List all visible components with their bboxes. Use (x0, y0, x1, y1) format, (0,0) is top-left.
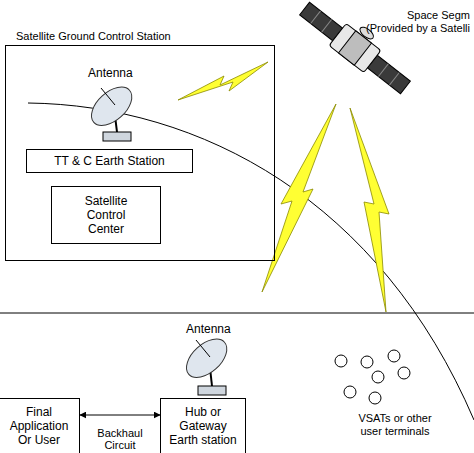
antenna-base (103, 132, 131, 141)
vsat-circle (398, 367, 410, 379)
antenna-base (198, 386, 226, 395)
process-box: TT & C Earth Station (26, 149, 193, 173)
process-box: Satellite Control Center (51, 186, 161, 244)
panel-grid (322, 20, 332, 33)
station-heading: Satellite Ground Control Station (16, 29, 171, 43)
backhaul-connector (80, 415, 160, 416)
vsat-circle (372, 371, 384, 383)
panel-grid (311, 11, 321, 24)
radio-link-bolt (262, 104, 336, 292)
dish-antenna (84, 80, 138, 141)
panel-grid (389, 72, 399, 85)
process-box: Final Application Or User (0, 398, 80, 453)
divider-line (0, 313, 474, 314)
box-text: TT & C Earth Station (54, 154, 165, 168)
solar-panel (367, 55, 410, 93)
process-box: Hub or Gateway Earth station (160, 398, 246, 453)
box-text: Final Application Or User (5, 405, 73, 447)
box-content: TT & C Earth Station (27, 150, 192, 172)
segment-label: (Provided by a Satelli (366, 22, 470, 35)
station-frame: Satellite Ground Control StationTT & C E… (5, 45, 275, 261)
vsat-circle (369, 392, 381, 404)
antenna-feed (101, 88, 115, 105)
antenna-feed (196, 340, 210, 357)
vsat-circle (388, 350, 400, 362)
antenna-dish (84, 80, 138, 133)
vsat-circle (335, 355, 347, 367)
solar-panel (300, 2, 343, 40)
antenna-label: Antenna (88, 67, 133, 80)
box-text: Hub or Gateway Earth station (167, 405, 239, 447)
box-content: Final Application Or User (0, 399, 79, 453)
vsat-terminals (335, 350, 410, 404)
radio-link-bolt (350, 108, 389, 312)
terminal-label: VSATs or other user terminals (358, 412, 432, 438)
box-content: Hub or Gateway Earth station (161, 399, 245, 453)
segment-label: Space Segm (407, 9, 470, 22)
antenna-label: Antenna (186, 323, 231, 336)
radio-link-bolt (178, 62, 268, 100)
box-text: Satellite Control Center (70, 194, 142, 236)
box-content: Satellite Control Center (52, 187, 160, 243)
vsat-circle (361, 356, 373, 368)
dish-antenna (179, 332, 233, 395)
panel-grid (378, 64, 388, 77)
vsat-circle (344, 386, 356, 398)
satellite-symbol (296, 0, 420, 98)
edge-label: Backhaul Circuit (90, 427, 150, 451)
antenna-dish (179, 332, 233, 385)
